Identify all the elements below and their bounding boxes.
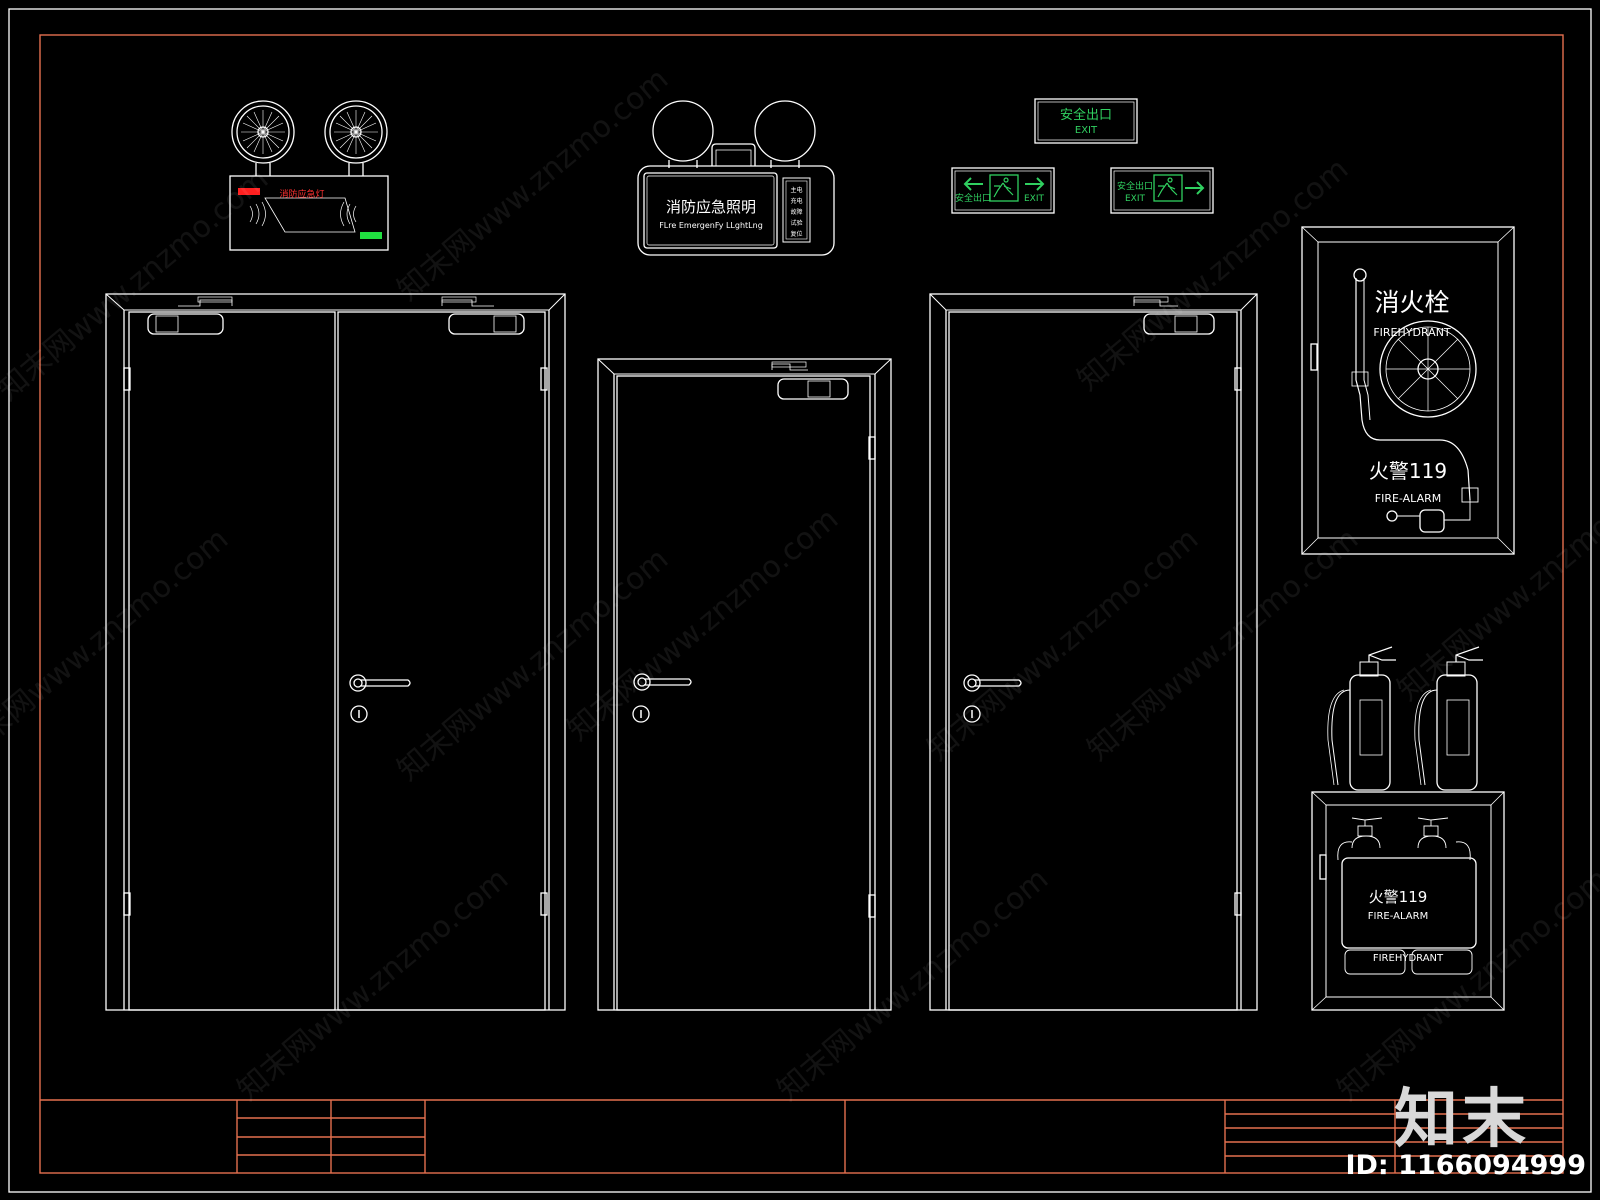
fire-hydrant-cabinet: 消火栓 FIREHYDRANT 火警119 FIRE-ALARM [1301, 226, 1515, 555]
fire-valve [1419, 509, 1445, 533]
hydrant-title-en: FIREHYDRANT [1373, 326, 1451, 339]
box-bottom-en: FIREHYDRANT [1373, 953, 1444, 964]
hydrant-alarm-cn: 火警119 [1369, 459, 1447, 483]
door-closer-left [147, 296, 233, 335]
door-closer-right [441, 296, 525, 335]
nozzle-ring [1353, 268, 1367, 282]
green-lamp-indicator [360, 232, 382, 239]
exit-top-en: EXIT [1075, 125, 1098, 136]
hinge [540, 367, 548, 391]
arrow-right-icon [1025, 177, 1045, 191]
hinge [868, 894, 876, 918]
door-leaf [948, 311, 1238, 1011]
hydrant-alarm-en: FIRE-ALARM [1375, 492, 1441, 505]
light-wave-marks [249, 201, 357, 227]
box-latch [1319, 854, 1327, 880]
fire-extinguisher-right-icon [1414, 646, 1483, 791]
outer-border [8, 8, 1592, 1193]
sign-body-outer [637, 165, 835, 256]
box-alarm-cn: 火警119 [1369, 888, 1428, 906]
door-handle-icon [349, 674, 411, 723]
door-leaf [616, 375, 871, 1011]
door-handle-icon [632, 673, 692, 723]
arrow-right-icon [1185, 181, 1205, 195]
box-alarm-en: FIRE-ALARM [1368, 911, 1428, 922]
status-label: 复位 [790, 230, 802, 238]
lamp-right [754, 100, 816, 162]
sign-body-inner [643, 172, 778, 249]
status-label: 试验 [790, 219, 802, 227]
exit-left-cn: 安全出口 [955, 192, 991, 204]
status-label: 充电 [790, 197, 802, 205]
exit-right-cn: 安全出口 [1117, 180, 1153, 192]
door-closer [771, 361, 849, 400]
carry-handle [711, 143, 756, 166]
exit-sign-left: 安全出口 EXIT [951, 167, 1055, 214]
hinge [1234, 892, 1242, 916]
hose-reel-icon [1379, 320, 1477, 418]
door-closer [1133, 296, 1215, 335]
door-frame-outer [929, 293, 1258, 1011]
running-man-icon [1153, 174, 1183, 202]
lamp-head-right [324, 100, 388, 176]
emergency-light-label: 消防应急灯 [279, 188, 324, 200]
extinguisher-box: 火警119 FIRE-ALARM FIREHYDRANT [1311, 791, 1505, 1011]
status-panel [782, 177, 811, 243]
emergency-lighting-sign: 消防应急照明 FLre EmergenFy LLghtLng 主电充电故障试验复… [637, 100, 835, 256]
box-extinguisher-left-icon [1337, 817, 1383, 861]
exit-left-en: EXIT [1024, 194, 1045, 204]
hinge [123, 892, 131, 916]
arrow-left-icon [963, 177, 983, 191]
hinge [868, 436, 876, 460]
single-door-right [929, 293, 1258, 1011]
single-door-middle [597, 358, 892, 1011]
fire-extinguisher-left-icon [1327, 646, 1396, 791]
light-face [264, 197, 356, 233]
drawing-frame [39, 34, 1564, 1174]
lamp-left [652, 100, 714, 162]
exit-right-en: EXIT [1125, 194, 1146, 204]
light-body [229, 175, 389, 251]
box-front-panel [1341, 857, 1477, 949]
exit-sign-right: 安全出口 EXIT [1110, 167, 1214, 214]
emergency-light-red: 消防应急灯 [229, 100, 389, 251]
hinge [1234, 367, 1242, 391]
hinge [123, 367, 131, 391]
running-man-icon [989, 174, 1019, 202]
status-label: 主电 [790, 186, 802, 194]
image-id-label: ID: 1166094999 [1345, 1150, 1586, 1181]
door-handle-icon [963, 674, 1022, 723]
brand-logo: 知末 [1394, 1083, 1530, 1157]
cabinet-latch [1310, 343, 1318, 371]
double-door [105, 293, 566, 1011]
exit-sign-top: 安全出口 EXIT [1034, 98, 1138, 144]
sign-title-cn: 消防应急照明 [666, 198, 756, 216]
hinge [540, 892, 548, 916]
red-lamp-indicator [238, 188, 260, 195]
sign-title-en: FLre EmergenFy LLghtLng [659, 221, 763, 230]
door-leaf-left [128, 311, 336, 1011]
hydrant-title-cn: 消火栓 [1374, 288, 1449, 317]
door-frame-outer [105, 293, 566, 1011]
exit-top-cn: 安全出口 [1060, 107, 1112, 123]
door-leaf-right [337, 311, 546, 1011]
door-frame-outer [597, 358, 892, 1011]
box-extinguisher-right-icon [1417, 817, 1471, 861]
status-label: 故障 [790, 208, 802, 216]
lamp-head-left [231, 100, 295, 176]
hose-pipe [1355, 278, 1471, 501]
